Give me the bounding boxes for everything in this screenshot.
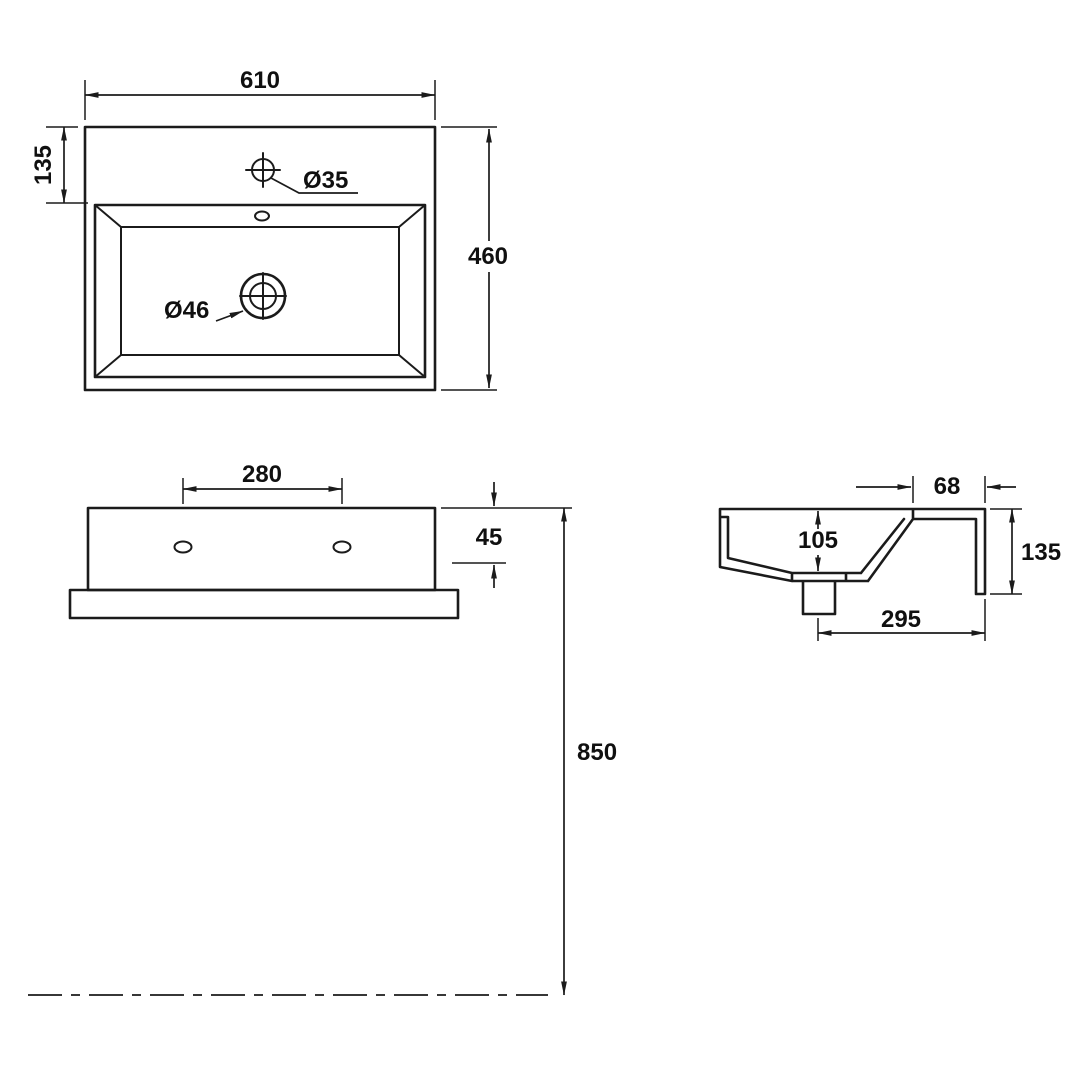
- side-section-view: 68 105 135 295: [718, 473, 1061, 641]
- section-profile: [718, 507, 987, 616]
- dim-label-drain-dia: Ø46: [164, 297, 209, 324]
- overflow-slot: [254, 210, 270, 222]
- dim-label-depth: 460: [468, 243, 508, 270]
- dim-label-hole-spacing: 280: [242, 461, 282, 488]
- section-extension-lines: [817, 476, 1022, 641]
- drain-crosshair: [239, 272, 287, 320]
- dim-label-drain-offset: 295: [881, 606, 921, 633]
- plan-rim-chamfers: [94, 204, 426, 378]
- tap-hole-leader-line: [270, 177, 358, 194]
- plan-rim-outer: [93, 203, 427, 379]
- tap-hole-crosshair: [245, 152, 281, 188]
- front-basin-body: [86, 506, 437, 592]
- front-fixing-hole-left: [173, 540, 193, 554]
- drain-leader-arrow: [215, 310, 244, 322]
- front-view: 280 45 850: [28, 461, 617, 996]
- dim-label-tap-hole-dia: Ø35: [303, 167, 348, 194]
- dim-label-mounting-height: 850: [577, 739, 617, 766]
- plan-view: 610 135 460 Ø35 Ø46: [30, 67, 508, 392]
- dim-label-top-offset: 45: [476, 524, 503, 551]
- front-fixing-hole-right: [332, 540, 352, 554]
- plan-rim-inner: [120, 226, 400, 356]
- dim-label-width: 610: [240, 67, 280, 94]
- dim-label-bowl-depth: 105: [798, 527, 838, 554]
- dim-label-tap-setback: 135: [30, 145, 57, 185]
- front-base-plinth: [68, 588, 460, 620]
- plan-basin-outline: [83, 125, 437, 392]
- dim-label-deck: 68: [934, 473, 961, 500]
- dim-label-section-height: 135: [1021, 539, 1061, 566]
- front-extension-lines: [182, 478, 572, 564]
